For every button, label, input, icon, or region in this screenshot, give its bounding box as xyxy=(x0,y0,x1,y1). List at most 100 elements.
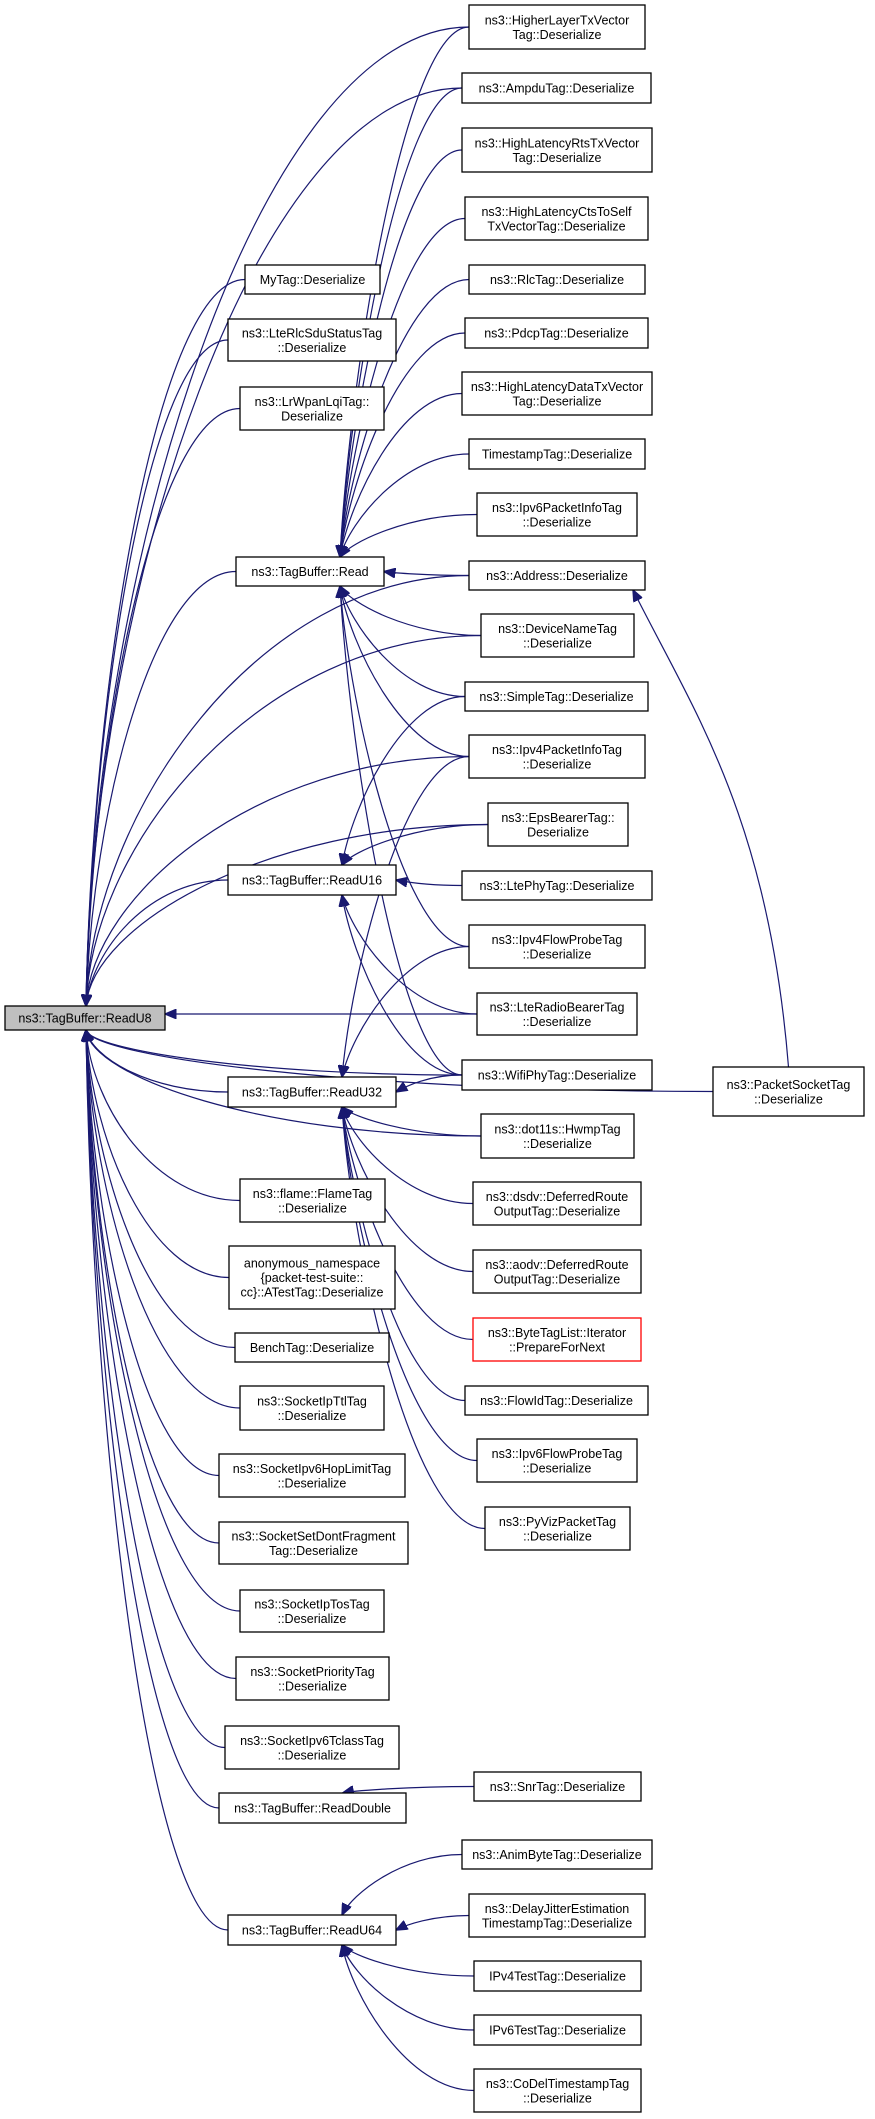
node-benchtag[interactable]: BenchTag::Deserialize xyxy=(234,1332,390,1363)
edge-ipv6test-to-readu64 xyxy=(342,1945,475,2031)
node-label-line: TimestampTag::Deserialize xyxy=(482,448,632,462)
node-devicename[interactable]: ns3::DeviceNameTag::Deserialize xyxy=(480,613,635,658)
node-snrtag[interactable]: ns3::SnrTag::Deserialize xyxy=(473,1771,642,1802)
node-pdcptag[interactable]: ns3::PdcpTag::Deserialize xyxy=(464,317,649,349)
edge-ipv6pktinfo-to-tbread xyxy=(340,513,478,558)
node-label-line: ns3::TagBuffer::Read xyxy=(251,565,368,579)
edge-ampdu-to-readu8 xyxy=(86,87,463,1006)
edge-epsbearer-to-readu16 xyxy=(342,823,489,866)
node-flametag[interactable]: ns3::flame::FlameTag::Deserialize xyxy=(239,1178,386,1223)
node-box xyxy=(468,4,646,50)
edge-flametag-to-readu8 xyxy=(86,1030,241,1202)
node-ipv6pktinfo[interactable]: ns3::Ipv6PacketInfoTag::Deserialize xyxy=(476,492,638,537)
node-readu16[interactable]: ns3::TagBuffer::ReadU16 xyxy=(227,864,397,896)
node-delayjitter[interactable]: ns3::DelayJitterEstimationTimestampTag::… xyxy=(468,1893,646,1938)
edge-lteradio-to-readu16 xyxy=(342,895,478,1015)
node-box xyxy=(218,1792,407,1824)
node-readu32[interactable]: ns3::TagBuffer::ReadU32 xyxy=(227,1076,397,1108)
edge-codel-to-readu64 xyxy=(342,1945,475,2092)
node-label-line: ns3::dot11s::HwmpTag xyxy=(494,1122,620,1136)
node-box xyxy=(473,1771,642,1802)
node-box xyxy=(476,992,638,1036)
node-ipv6test[interactable]: IPv6TestTag::Deserialize xyxy=(473,2014,642,2046)
edge-dot11s-to-readu8 xyxy=(86,1030,482,1137)
node-ipv4pktinfo[interactable]: ns3::Ipv4PacketInfoTag::Deserialize xyxy=(468,734,646,779)
node-label-line: ::Deserialize xyxy=(278,1612,347,1626)
node-label-line: ns3::LrWpanLqiTag:: xyxy=(255,395,370,409)
node-box xyxy=(461,870,653,901)
node-socksetdf[interactable]: ns3::SocketSetDontFragmentTag::Deseriali… xyxy=(218,1521,409,1565)
node-label-line: ns3::ByteTagList::Iterator xyxy=(488,1326,626,1340)
edge-aodv-to-readu32 xyxy=(342,1107,474,1273)
node-box xyxy=(480,1113,635,1159)
node-box xyxy=(476,492,638,537)
node-sockipv6tc[interactable]: ns3::SocketIpv6TclassTag::Deserialize xyxy=(224,1725,400,1770)
node-box xyxy=(472,1181,642,1226)
node-hldatatx[interactable]: ns3::HighLatencyDataTxVectorTag::Deseria… xyxy=(461,371,653,416)
node-wifiphy[interactable]: ns3::WifiPhyTag::Deserialize xyxy=(461,1059,653,1091)
node-dot11s[interactable]: ns3::dot11s::HwmpTag::Deserialize xyxy=(480,1113,635,1159)
node-sockipv6hop[interactable]: ns3::SocketIpv6HopLimitTag::Deserialize xyxy=(218,1453,406,1498)
node-label-line: ns3::Ipv6FlowProbeTag xyxy=(492,1447,623,1461)
node-label-line: ::Deserialize xyxy=(523,1015,592,1029)
node-readu8[interactable]: ns3::TagBuffer::ReadU8 xyxy=(4,1005,166,1031)
node-pyviz[interactable]: ns3::PyVizPacketTag::Deserialize xyxy=(484,1506,631,1551)
edge-ipv4test-to-readu64 xyxy=(342,1945,475,1977)
node-dsdv[interactable]: ns3::dsdv::DeferredRouteOutputTag::Deser… xyxy=(472,1181,642,1226)
node-bytetaglist[interactable]: ns3::ByteTagList::Iterator::PrepareForNe… xyxy=(472,1317,642,1362)
node-hlctstx[interactable]: ns3::HighLatencyCtsToSelfTxVectorTag::De… xyxy=(464,196,649,241)
node-ipv4flowprobe[interactable]: ns3::Ipv4FlowProbeTag::Deserialize xyxy=(468,924,646,969)
node-box xyxy=(472,1317,642,1362)
node-rlctag[interactable]: ns3::RlcTag::Deserialize xyxy=(468,264,646,295)
node-label-line: ns3::Ipv4PacketInfoTag xyxy=(492,743,622,757)
node-lteradio[interactable]: ns3::LteRadioBearerTag::Deserialize xyxy=(476,992,638,1036)
node-label-line: BenchTag::Deserialize xyxy=(250,1341,374,1355)
edge-address-to-tbread xyxy=(384,572,470,576)
node-box xyxy=(712,1066,865,1117)
node-sockiptos[interactable]: ns3::SocketIpTosTag::Deserialize xyxy=(239,1589,385,1633)
node-aodv[interactable]: ns3::aodv::DeferredRouteOutputTag::Deser… xyxy=(472,1249,642,1294)
node-label-line: ns3::flame::FlameTag xyxy=(253,1187,373,1201)
edge-hldatatx-to-tbread xyxy=(340,392,463,558)
node-ipv6flowprobe[interactable]: ns3::Ipv6FlowProbeTag::Deserialize xyxy=(476,1438,638,1483)
edge-address-to-readu8 xyxy=(86,574,470,1007)
node-box xyxy=(461,127,653,173)
node-timestamp[interactable]: TimestampTag::Deserialize xyxy=(468,438,646,470)
node-flowid[interactable]: ns3::FlowIdTag::Deserialize xyxy=(464,1385,649,1416)
node-codel[interactable]: ns3::CoDelTimestampTag::Deserialize xyxy=(473,2068,642,2113)
node-epsbearer[interactable]: ns3::EpsBearerTag::Deserialize xyxy=(487,802,629,847)
node-ampdu[interactable]: ns3::AmpduTag::Deserialize xyxy=(461,72,652,104)
node-label-line: anonymous_namespace xyxy=(244,1257,380,1271)
node-sockipttl[interactable]: ns3::SocketIpTtlTag::Deserialize xyxy=(239,1385,385,1431)
node-sockprio[interactable]: ns3::SocketPriorityTag::Deserialize xyxy=(235,1656,390,1701)
node-box xyxy=(480,613,635,658)
node-address[interactable]: ns3::Address::Deserialize xyxy=(468,560,646,591)
node-lrwpanlqi[interactable]: ns3::LrWpanLqiTag::Deserialize xyxy=(239,386,385,431)
node-label-line: ns3::TagBuffer::ReadU32 xyxy=(242,1086,382,1100)
node-ltephy[interactable]: ns3::LtePhyTag::Deserialize xyxy=(461,870,653,901)
node-label-line: ns3::FlowIdTag::Deserialize xyxy=(480,1394,633,1408)
edges-layer xyxy=(86,26,790,2092)
node-label-line: ::Deserialize xyxy=(278,1409,347,1423)
node-label-line: ns3::Ipv4FlowProbeTag xyxy=(492,933,623,947)
node-box xyxy=(218,1521,409,1565)
node-readu64[interactable]: ns3::TagBuffer::ReadU64 xyxy=(227,1914,397,1946)
node-mytag[interactable]: MyTag::Deserialize xyxy=(244,264,381,295)
node-readdouble[interactable]: ns3::TagBuffer::ReadDouble xyxy=(218,1792,407,1824)
node-tbread[interactable]: ns3::TagBuffer::Read xyxy=(235,556,385,587)
node-box xyxy=(468,560,646,591)
node-simpletag[interactable]: ns3::SimpleTag::Deserialize xyxy=(464,681,649,712)
node-animbyte[interactable]: ns3::AnimByteTag::Deserialize xyxy=(461,1839,653,1870)
node-box xyxy=(4,1005,166,1031)
node-lterlcsdu[interactable]: ns3::LteRlcSduStatusTag::Deserialize xyxy=(227,318,397,362)
node-ipv4test[interactable]: IPv4TestTag::Deserialize xyxy=(473,1960,642,1992)
edge-timestamp-to-tbread xyxy=(340,453,470,557)
node-label-line: ns3::HighLatencyRtsTxVector xyxy=(475,136,640,150)
node-hlrtstx[interactable]: ns3::HighLatencyRtsTxVectorTag::Deserial… xyxy=(461,127,653,173)
node-packetsocket[interactable]: ns3::PacketSocketTag::Deserialize xyxy=(712,1066,865,1117)
edge-hltxvec-to-tbread xyxy=(340,26,470,557)
node-label-line: ns3::TagBuffer::ReadU8 xyxy=(18,1012,151,1026)
node-anontest[interactable]: anonymous_namespace{packet-test-suite::c… xyxy=(228,1245,396,1310)
edge-rlctag-to-tbread xyxy=(340,278,470,558)
